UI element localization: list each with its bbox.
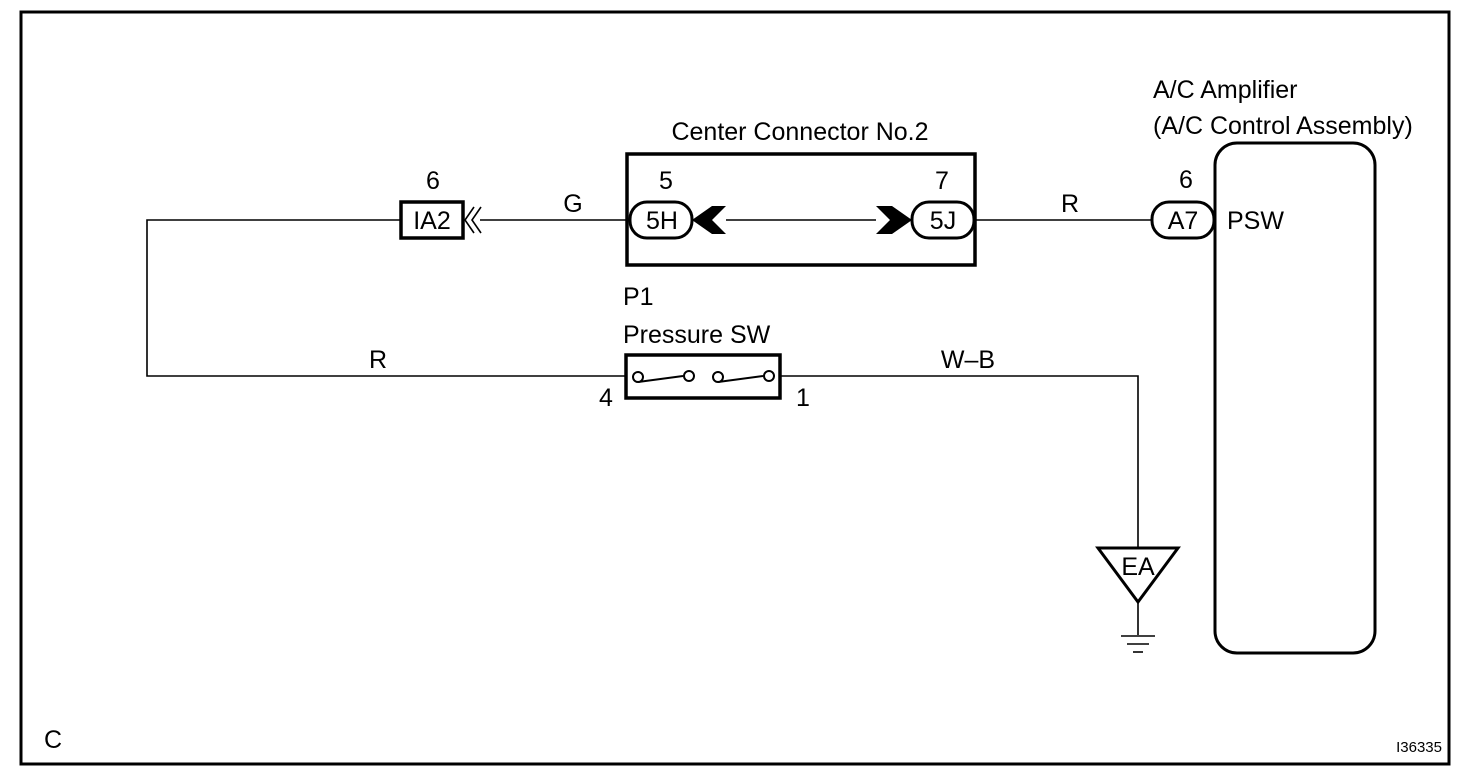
pressure-switch-title: Pressure SW: [623, 321, 771, 349]
pressure-switch-code: P1: [623, 283, 654, 311]
connector-5j-arrow: [876, 206, 912, 234]
frame-label: C: [44, 726, 62, 754]
switch-contacts-icon: [632, 370, 775, 383]
figure-id: I36335: [1396, 739, 1442, 756]
ac-amplifier-connector-label: A7: [1168, 207, 1199, 235]
center-connector-title: Center Connector No.2: [671, 118, 928, 146]
wire-label-g: G: [563, 190, 582, 218]
connector-5h-label: 5H: [646, 207, 678, 235]
ac-amplifier-title-2: (A/C Control Assembly): [1153, 112, 1413, 140]
center-connector-box: [625, 152, 977, 267]
ia2-pin: 6: [426, 167, 440, 195]
diagram-frame: [19, 10, 1451, 766]
ac-amplifier-connector-shape: [1150, 200, 1216, 240]
ground-icon: [1121, 602, 1155, 653]
ac-amplifier-terminal-name: PSW: [1227, 207, 1284, 235]
wire-label-r-top: R: [1061, 190, 1079, 218]
ac-amplifier-title-1: A/C Amplifier: [1153, 76, 1297, 104]
wire-label-r-left: R: [369, 346, 387, 374]
connector-5h-arrow: [692, 206, 726, 234]
ia2-box: [399, 200, 465, 240]
pressure-switch-left-pin: 4: [599, 384, 613, 412]
center-connector-right-pin: 7: [935, 167, 949, 195]
pressure-switch-right-pin: 1: [796, 384, 810, 412]
connector-5j-label: 5J: [930, 207, 956, 235]
ground-ea-triangle: [1095, 546, 1181, 605]
center-connector-left-pin: 5: [659, 167, 673, 195]
wire-left-loop: [146, 219, 627, 377]
ac-amplifier-box: [1213, 141, 1377, 655]
wire-label-wb: W–B: [941, 346, 995, 374]
ia2-label: IA2: [413, 207, 451, 235]
wire-wb: [780, 375, 1139, 548]
ground-ea-label: EA: [1121, 553, 1155, 581]
ac-amplifier-pin: 6: [1179, 166, 1193, 194]
ia2-chevron-icon: [464, 206, 482, 234]
